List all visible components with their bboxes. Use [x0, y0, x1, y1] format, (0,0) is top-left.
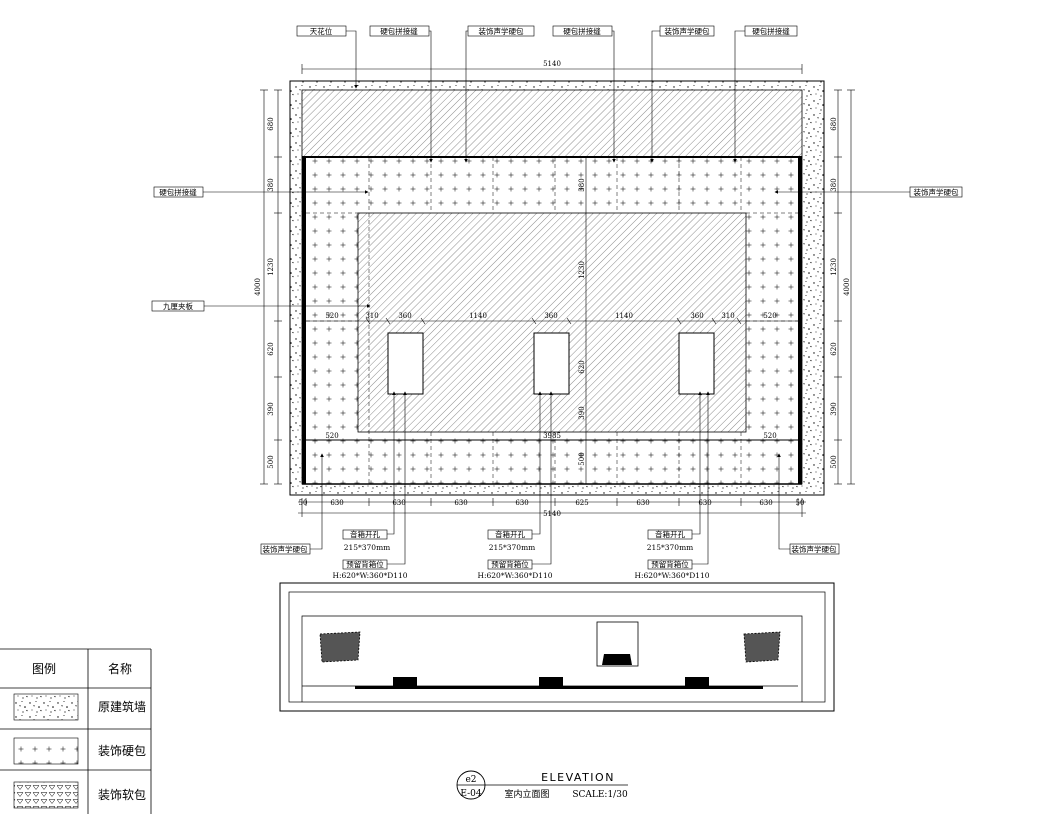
speaker-size: 215*370mm — [647, 543, 694, 552]
title-scale: SCALE:1/30 — [572, 790, 628, 800]
right-dim: 380 — [830, 178, 838, 191]
inner-dim: 3985 — [543, 432, 561, 440]
speaker-size: 215*370mm — [489, 543, 536, 552]
right-dim-total: 4000 — [843, 278, 851, 296]
top-callouts: 天花位 硬包拼接缝 装饰声学硬包 硬包拼接缝 装饰声学硬包 硬包拼接缝 — [296, 25, 798, 163]
left-upper-label: 硬包拼接缝 — [159, 187, 197, 197]
speaker-note: 预留背箱位 — [491, 559, 529, 569]
speaker-title: 音箱开孔 — [350, 529, 380, 539]
bottom-right-label: 装饰声学硬包 — [792, 544, 837, 554]
speaker-callouts: 音箱开孔 215*370mm 预留背箱位 H:620*W:360*D110 音箱… — [332, 391, 710, 580]
center-dim: 620 — [578, 360, 586, 373]
bottom-dim: 630 — [454, 499, 467, 507]
left-mid-label: 九厘夹板 — [163, 301, 193, 311]
top-label: 硬包拼接缝 — [752, 26, 790, 36]
bottom-dim: 630 — [759, 499, 772, 507]
speaker-spec: H:620*W:360*D110 — [477, 571, 552, 580]
center-dim: 1230 — [578, 261, 586, 279]
top-label: 硬包拼接缝 — [563, 26, 601, 36]
speaker-row-dimensions: 520 310 360 1140 360 1140 360 310 520 — [325, 312, 777, 325]
left-dim: 1230 — [267, 258, 275, 276]
speaker-note: 预留背箱位 — [346, 559, 384, 569]
inner-bottom-dimensions: 520 3985 520 — [325, 432, 776, 440]
legend-header-pattern: 图例 — [32, 662, 56, 676]
left-dim: 500 — [267, 455, 275, 468]
row-dim: 360 — [690, 312, 703, 320]
right-dim: 500 — [830, 455, 838, 468]
title-tag-bottom: E-04 — [460, 789, 482, 799]
legend-row-name: 原建筑墙 — [98, 699, 146, 714]
title-chinese: 室内立面图 — [504, 788, 549, 800]
bottom-dim: 630 — [636, 499, 649, 507]
row-dim: 310 — [721, 312, 734, 320]
left-dim-total: 4000 — [254, 278, 262, 296]
center-dim: 390 — [578, 406, 586, 419]
speaker-opening — [387, 332, 424, 395]
right-upper-label: 装饰声学硬包 — [914, 187, 959, 197]
top-overall-dimension: 5140 — [301, 60, 803, 74]
speaker-spec: H:620*W:360*D110 — [634, 571, 709, 580]
row-dim: 1140 — [615, 312, 633, 320]
left-vertical-dimensions: 680 380 1230 620 390 500 4000 — [254, 89, 282, 485]
row-dim: 520 — [763, 312, 776, 320]
top-label: 装饰声学硬包 — [665, 26, 710, 36]
speaker-title: 音箱开孔 — [655, 529, 685, 539]
speaker-spec: H:620*W:360*D110 — [332, 571, 407, 580]
center-dim: 500 — [578, 452, 586, 465]
speaker-size: 215*370mm — [344, 543, 391, 552]
right-dim: 680 — [830, 117, 838, 130]
left-dim: 620 — [267, 342, 275, 355]
left-dim: 390 — [267, 402, 275, 415]
top-label: 装饰声学硬包 — [479, 26, 524, 36]
bottom-dim: 630 — [515, 499, 528, 507]
bottom-side-callouts: 装饰声学硬包 装饰声学硬包 — [260, 453, 840, 555]
right-dim: 390 — [830, 402, 838, 415]
bottom-dim: 630 — [392, 499, 405, 507]
left-dim: 380 — [267, 178, 275, 191]
legend: 图例 名称 原建筑墙 装饰硬包 装饰软包 — [0, 648, 152, 814]
top-label: 硬包拼接缝 — [380, 26, 418, 36]
legend-swatch-soft-panel — [13, 781, 79, 809]
left-dim: 680 — [267, 117, 275, 130]
row-dim: 1140 — [469, 312, 487, 320]
dim-overall-top: 5140 — [543, 60, 561, 68]
bottom-dim: 50 — [299, 499, 308, 507]
bottom-dim: 630 — [698, 499, 711, 507]
title-english: ELEVATION — [541, 771, 615, 784]
right-dim: 620 — [830, 342, 838, 355]
right-vertical-dimensions: 680 380 1230 620 390 500 4000 — [830, 89, 855, 485]
legend-row-name: 装饰软包 — [98, 788, 146, 802]
center-dim: 380 — [578, 178, 586, 191]
inner-dim: 520 — [325, 432, 338, 440]
title-tag-top: e2 — [465, 775, 476, 785]
dim-overall-bottom: 5140 — [543, 510, 561, 518]
speaker-opening — [678, 332, 715, 395]
plan-section — [279, 582, 835, 712]
bottom-dim: 50 — [796, 499, 805, 507]
side-callouts: 硬包拼接缝 九厘夹板 装饰声学硬包 — [151, 186, 963, 312]
row-dim: 360 — [544, 312, 557, 320]
bottom-dimensions: 50 630 630 630 630 625 630 630 630 50 51… — [298, 498, 806, 518]
speaker-openings — [387, 332, 715, 395]
top-label: 天花位 — [310, 26, 333, 36]
legend-swatch-concrete — [13, 693, 79, 721]
title-block: e2 E-04 ELEVATION 室内立面图 SCALE:1/30 — [456, 770, 628, 800]
center-vertical-dimensions: 380 1230 620 390 500 — [578, 178, 586, 465]
legend-swatch-hard-panel — [13, 737, 79, 765]
bottom-dim: 630 — [330, 499, 343, 507]
row-dim: 310 — [365, 312, 378, 320]
bottom-dim: 625 — [575, 499, 588, 507]
speaker-note: 预留背箱位 — [651, 559, 689, 569]
legend-row-name: 装饰硬包 — [98, 744, 146, 758]
bottom-left-label: 装饰声学硬包 — [263, 544, 308, 554]
row-dim: 520 — [325, 312, 338, 320]
speaker-title: 音箱开孔 — [495, 529, 525, 539]
right-dim: 1230 — [830, 258, 838, 276]
speaker-opening — [533, 332, 570, 395]
inner-dim: 520 — [763, 432, 776, 440]
row-dim: 360 — [398, 312, 411, 320]
legend-header-name: 名称 — [108, 661, 132, 676]
